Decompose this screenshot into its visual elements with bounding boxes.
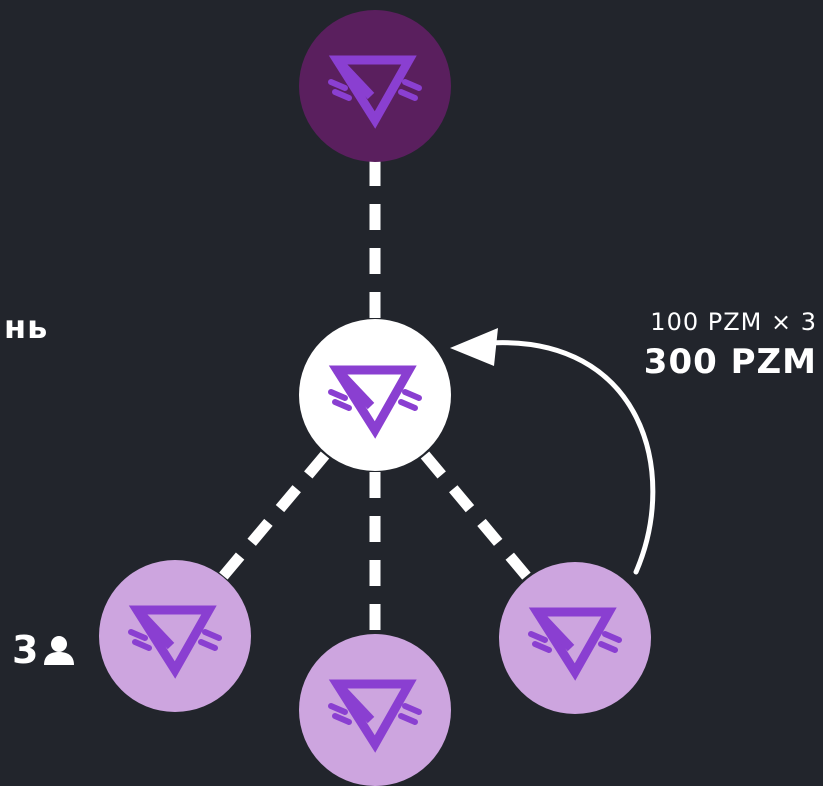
user-icon (44, 636, 75, 665)
referral-node-middle (299, 634, 451, 786)
level-label: нь (4, 308, 49, 346)
reward-total: 300 PZM (643, 342, 817, 382)
referral-count: 3 (12, 628, 76, 672)
curved-arrow-icon (487, 340, 656, 575)
reward-formula: 100 PZM × 3 (650, 308, 817, 336)
reward-block: 100 PZM × 3 300 PZM (644, 308, 817, 382)
connectors (215, 160, 533, 640)
referral-node-left (99, 560, 251, 712)
referral-node-right (499, 562, 651, 714)
connector-center-right (420, 451, 533, 582)
connector-center-left (215, 451, 330, 584)
referral-count-value: 3 (12, 628, 39, 672)
center-node (299, 319, 451, 471)
top-node (299, 10, 451, 162)
arrowhead-icon (450, 328, 498, 366)
